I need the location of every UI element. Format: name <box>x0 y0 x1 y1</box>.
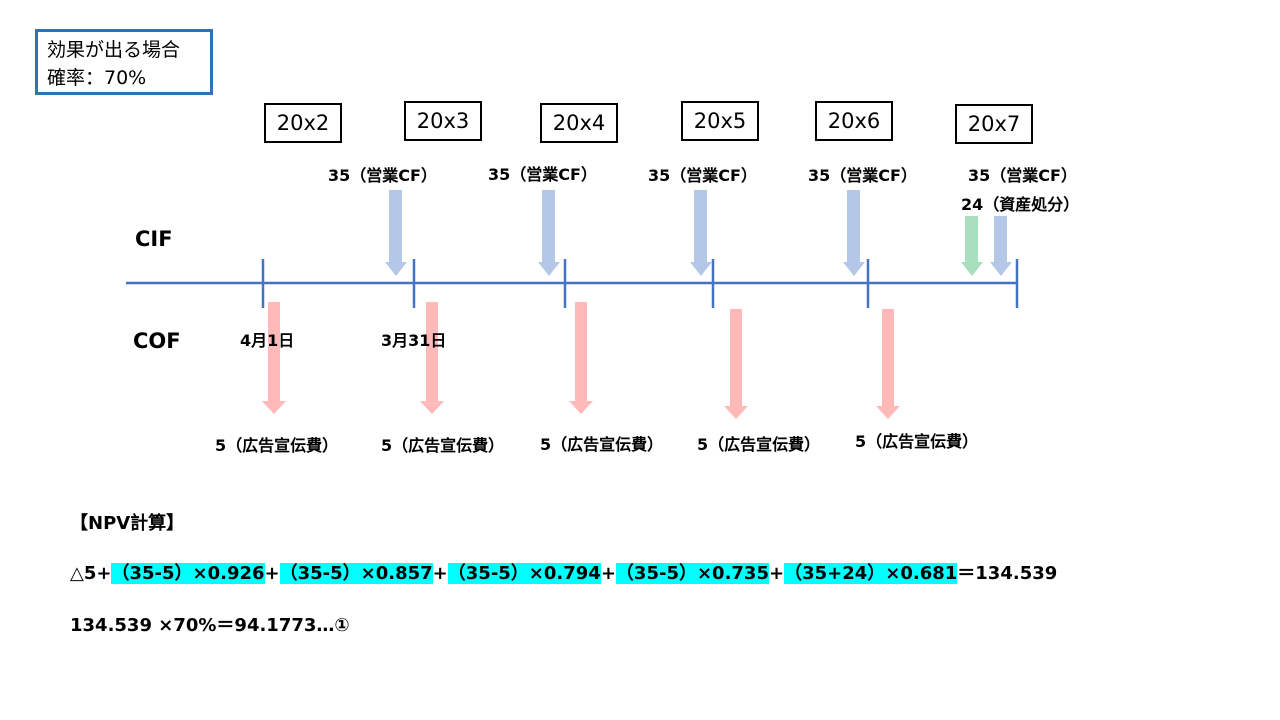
year-box-20x7: 20x7 <box>955 104 1033 144</box>
expected-value-line: 134.539 ×70%＝94.1773…① <box>70 615 350 636</box>
npv-term: （35-5）×0.794 <box>447 563 601 584</box>
cof-arrow <box>420 302 444 414</box>
year-box-20x2: 20x2 <box>264 103 342 143</box>
npv-heading: 【NPV計算】 <box>70 513 185 534</box>
cof-arrow <box>569 302 593 414</box>
cif-amount-label: 35（営業CF） <box>488 165 597 184</box>
cif-amount-label: 35（営業CF） <box>808 166 917 185</box>
year-box-20x4: 20x4 <box>540 103 618 143</box>
start-date-label: 4月1日 <box>240 331 295 350</box>
probability-box-line1: 効果が出る場合 <box>47 39 181 61</box>
cif-amount-label: 35（営業CF） <box>328 166 437 185</box>
cof-amount-label: 5（広告宣伝費） <box>855 432 979 451</box>
npv-plus: + <box>432 563 448 584</box>
asset-disposal-label: 24（資産処分） <box>961 195 1080 214</box>
cof-label: COF <box>133 329 181 353</box>
cif-amount-label: 35（営業CF） <box>648 166 757 185</box>
npv-plus: + <box>768 563 785 584</box>
cof-amount-label: 5（広告宣伝費） <box>540 435 664 454</box>
cif-arrow <box>690 190 712 276</box>
cof-arrow <box>724 309 748 419</box>
cif-arrow <box>538 190 560 276</box>
year-box-20x6: 20x6 <box>815 101 893 141</box>
npv-term: （35-5）×0.735 <box>615 563 769 584</box>
cof-amount-label: 5（広告宣伝費） <box>381 436 505 455</box>
cof-arrow <box>262 302 286 414</box>
cof-amount-label: 5（広告宣伝費） <box>215 436 339 455</box>
npv-prefix: △5+ <box>70 563 112 584</box>
year-box-20x5: 20x5 <box>681 101 759 141</box>
year-box-20x3: 20x3 <box>404 101 482 141</box>
cif-amount-label: 35（営業CF） <box>968 166 1077 185</box>
cif-arrow <box>990 216 1012 276</box>
cif-arrow <box>385 190 407 276</box>
npv-plus: + <box>600 563 616 584</box>
end-date-label: 3月31日 <box>381 331 447 350</box>
disposal-arrow <box>961 216 983 276</box>
npv-formula: △5+（35-5）×0.926+（35-5）×0.857+（35-5）×0.79… <box>70 559 1057 585</box>
cof-amount-label: 5（広告宣伝費） <box>697 435 821 454</box>
cof-arrow <box>876 309 900 419</box>
probability-box-line2: 確率：70% <box>47 67 147 89</box>
npv-term: （35+24）×0.681 <box>784 563 958 584</box>
npv-term: （35-5）×0.926 <box>111 563 265 584</box>
probability-box: 効果が出る場合 確率：70% <box>35 29 213 95</box>
npv-term: （35-5）×0.857 <box>279 563 433 584</box>
cif-arrow <box>843 190 865 276</box>
cif-label: CIF <box>135 227 173 251</box>
npv-plus: + <box>264 563 280 584</box>
npv-result: ＝134.539 <box>957 563 1058 584</box>
